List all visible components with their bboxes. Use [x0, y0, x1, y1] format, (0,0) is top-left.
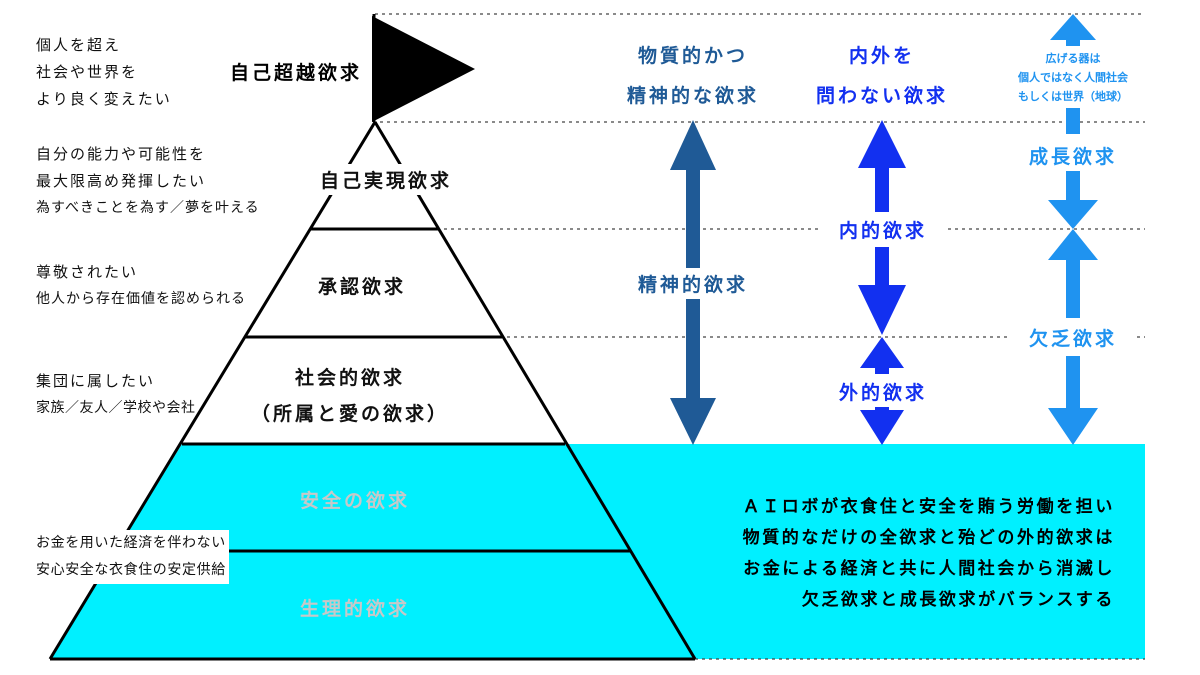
growth-label: 成長欲求 — [1010, 140, 1136, 171]
note-line: 自分の能力や可能性を — [36, 145, 207, 163]
note-line: お金を用いた経済を伴わない — [36, 535, 226, 551]
note-basic: お金を用いた経済を伴わない 安心安全な衣食住の安定供給 — [33, 530, 229, 584]
growth-header-line: 広げる器は — [1045, 52, 1101, 65]
inner-label: 内的欲求 — [818, 214, 948, 245]
dotted-guides — [375, 13, 1145, 660]
outer-arrow-shaft-1 — [875, 366, 889, 374]
level-social: 社会的欲求 （所属と愛の欲求） — [240, 360, 460, 432]
inner-arrow-shaft-1 — [875, 166, 889, 212]
growth-arrow-shaft — [1066, 170, 1080, 202]
note-line: より良く変えたい — [36, 90, 172, 108]
level-self-transcendence: 自己超越欲求 — [226, 56, 367, 87]
flag — [372, 16, 475, 122]
inner-arrow-head-bottom — [858, 285, 906, 335]
note-line: 最大限高め発揮したい — [36, 172, 207, 190]
message-line: ＡＩロボが衣食住と安全を賄う労働を担い — [742, 497, 1115, 517]
top-arrow-shaft-1 — [1066, 38, 1080, 46]
pyramid-right-edge — [373, 121, 697, 660]
spiritual-header-line: 物質的かつ — [637, 45, 748, 67]
note-line: 家族／友人／学校や会社 — [36, 400, 196, 416]
spiritual-header: 物質的かつ 精神的な欲求 — [603, 36, 783, 116]
inout-header-line: 内外を — [848, 45, 915, 67]
outer-arrow-head-bottom — [860, 410, 904, 445]
level-safety: 安全の欲求 — [300, 490, 411, 512]
note-social: 集団に属したい 家族／友人／学校や会社 — [36, 368, 196, 422]
message-line: 物質的なだけの全欲求と殆どの外的欲求は — [742, 528, 1115, 548]
deficiency-arrow-shaft-1 — [1066, 258, 1080, 318]
deficiency-arrow-shaft-2 — [1066, 356, 1080, 410]
growth-arrow-head — [1048, 200, 1098, 229]
level-social-main: 社会的欲求 — [294, 367, 405, 389]
note-line: 為すべきことを為す／夢を叶える — [36, 200, 260, 216]
deficiency-arrow-head-top — [1048, 229, 1098, 260]
inner-arrow-head-top — [858, 120, 906, 168]
note-line: 集団に属したい — [36, 372, 156, 390]
level-social-sub: （所属と愛の欲求） — [250, 403, 449, 425]
message-line: お金による経済と共に人間社会から消滅し — [743, 559, 1115, 579]
growth-deficiency-arrows — [1048, 14, 1098, 445]
outer-label: 外的欲求 — [818, 376, 948, 407]
inner-outer-arrows — [858, 120, 906, 445]
inout-header-line: 問わない欲求 — [815, 85, 948, 107]
level-self-actualization: 自己実現欲求 — [316, 164, 457, 195]
note-actualization: 自分の能力や可能性を 最大限高め発揮したい 為すべきことを為す／夢を叶える — [36, 141, 260, 222]
note-transcend: 個人を超え 社会や世界を より良く変えたい — [36, 32, 172, 113]
outer-arrow-shaft-2 — [875, 404, 889, 412]
spiritual-arrow-head-bottom — [670, 398, 716, 445]
top-arrow-head — [1050, 14, 1096, 40]
growth-header: 広げる器は 個人ではなく人間社会 もしくは世界（地球） — [1003, 49, 1143, 106]
top-arrow-shaft-2 — [1066, 108, 1080, 134]
bottom-message: ＡＩロボが衣食住と安全を賄う労働を担い 物質的なだけの全欲求と殆どの外的欲求は … — [600, 492, 1115, 616]
outer-arrow-head-top — [860, 337, 904, 368]
note-line: 他人から存在価値を認められる — [36, 286, 246, 313]
growth-header-line: もしくは世界（地球） — [1018, 90, 1128, 103]
note-line: 尊敬されたい — [36, 263, 139, 281]
note-line: 社会や世界を — [36, 63, 139, 81]
spiritual-arrow-head-top — [670, 120, 716, 170]
level-esteem: 承認欲求 — [318, 276, 407, 298]
growth-header-line: 個人ではなく人間社会 — [1018, 71, 1128, 84]
spiritual-arrow-label: 精神的欲求 — [618, 268, 768, 299]
deficiency-label: 欠乏欲求 — [1010, 322, 1136, 353]
note-line: 安心安全な衣食住の安定供給 — [36, 562, 226, 578]
deficiency-arrow-head-bottom — [1048, 408, 1098, 445]
note-line: 個人を超え — [36, 36, 122, 54]
spiritual-header-line: 精神的な欲求 — [626, 85, 759, 107]
note-esteem: 尊敬されたい 他人から存在価値を認められる — [36, 259, 246, 313]
inner-arrow-shaft-2 — [875, 247, 889, 287]
inout-header: 内外を 問わない欲求 — [792, 36, 972, 116]
level-physiological: 生理的欲求 — [300, 598, 411, 620]
message-line: 欠乏欲求と成長欲求がバランスする — [801, 590, 1115, 610]
